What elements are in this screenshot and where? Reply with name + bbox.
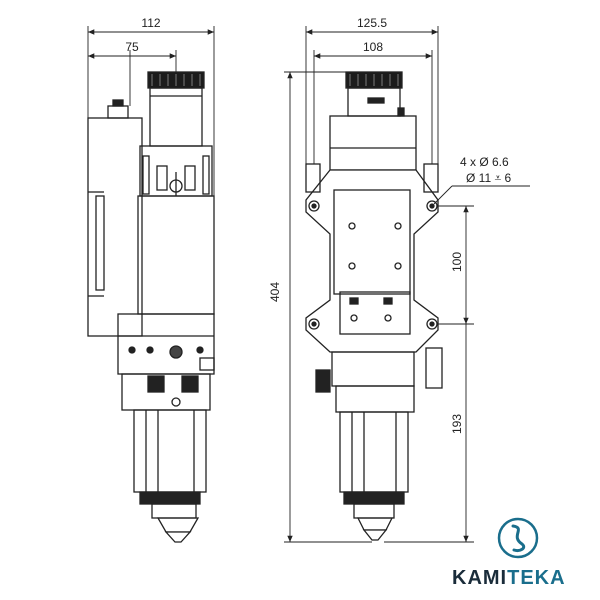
side-view (87, 71, 215, 543)
dim-right-total-width: 125.5 (357, 16, 387, 30)
kamiteka-logo-icon (497, 517, 539, 559)
dim-total-height: 404 (268, 282, 282, 302)
dim-left-total-width: 112 (141, 16, 160, 30)
front-view (305, 71, 443, 541)
brand-name-part-1: KAMI (452, 567, 508, 589)
dimension-lines (87, 26, 530, 543)
dim-left-inner-width: 75 (125, 40, 139, 54)
brand-name-part-2: TEKA (507, 567, 566, 589)
brand-wordmark: KAMITEKA (452, 567, 566, 590)
dim-right-inner-width: 108 (363, 40, 383, 54)
hole-note-line-2: Ø 11 ⩡ 6 (466, 171, 512, 185)
dim-lower-height: 193 (450, 414, 464, 434)
hole-note-line-1: 4 x Ø 6.6 (460, 155, 509, 169)
dim-hole-spacing: 100 (450, 252, 464, 272)
